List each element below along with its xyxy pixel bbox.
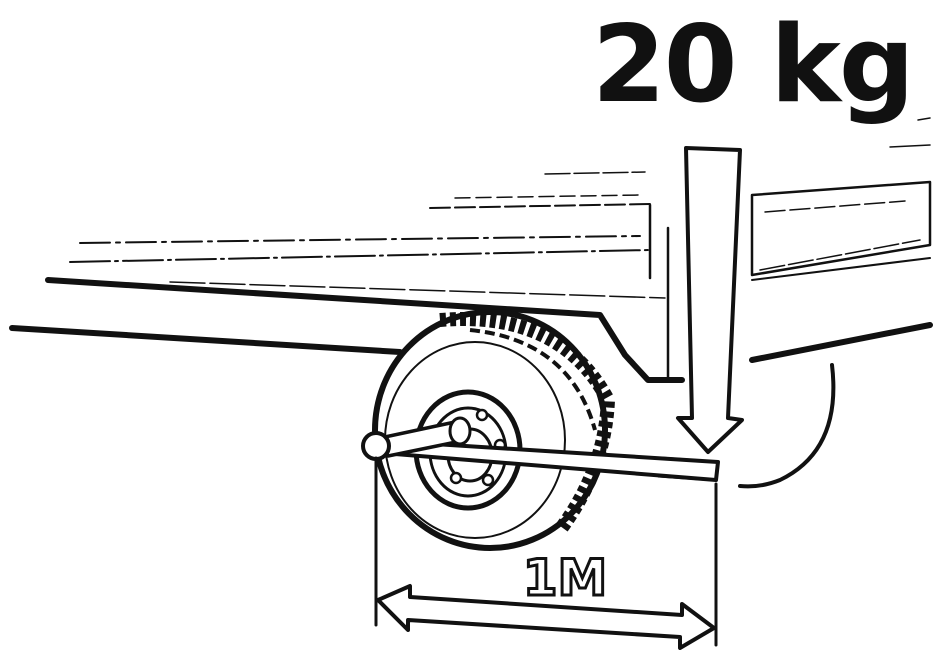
- trailer-fender: [738, 363, 836, 489]
- distance-label: 1M: [521, 548, 609, 609]
- wrench-handle-grip: [657, 456, 720, 482]
- weight-label: 20 kg: [592, 3, 915, 126]
- lug-nut: [449, 471, 463, 485]
- trailer-chassis-line: [9, 325, 403, 355]
- double-arrow-icon: [376, 584, 716, 650]
- lug-nut: [475, 408, 489, 422]
- tire-tread: [469, 328, 597, 431]
- trailer-right-panel: [917, 117, 931, 121]
- trailer-chassis-line: [45, 277, 685, 383]
- trailer-panel-line: [429, 203, 651, 209]
- wrench-lever: [361, 416, 720, 482]
- tire-tread: [439, 312, 616, 535]
- wrench-socket-end: [448, 416, 472, 446]
- lug-nut: [481, 473, 495, 487]
- trailer-panel-line: [454, 194, 641, 199]
- trailer-chassis-line: [169, 281, 666, 299]
- trailer-panel-line: [544, 171, 646, 175]
- trailer-panel-line: [69, 249, 651, 263]
- trailer-right-panel: [889, 144, 931, 148]
- trailer-right-panel: [759, 239, 921, 271]
- down-arrow-icon: [676, 146, 744, 454]
- wrench-pivot: [361, 431, 391, 461]
- trailer-right-panel: [749, 322, 933, 363]
- trailer-panel-line: [79, 235, 641, 244]
- force-arrow: [676, 146, 744, 454]
- trailer-body: [9, 117, 933, 489]
- trailer-right-panel: [764, 200, 906, 213]
- trailer-right-panel: [750, 180, 932, 277]
- trailer-right-panel: [751, 257, 931, 281]
- dimension: [374, 456, 718, 650]
